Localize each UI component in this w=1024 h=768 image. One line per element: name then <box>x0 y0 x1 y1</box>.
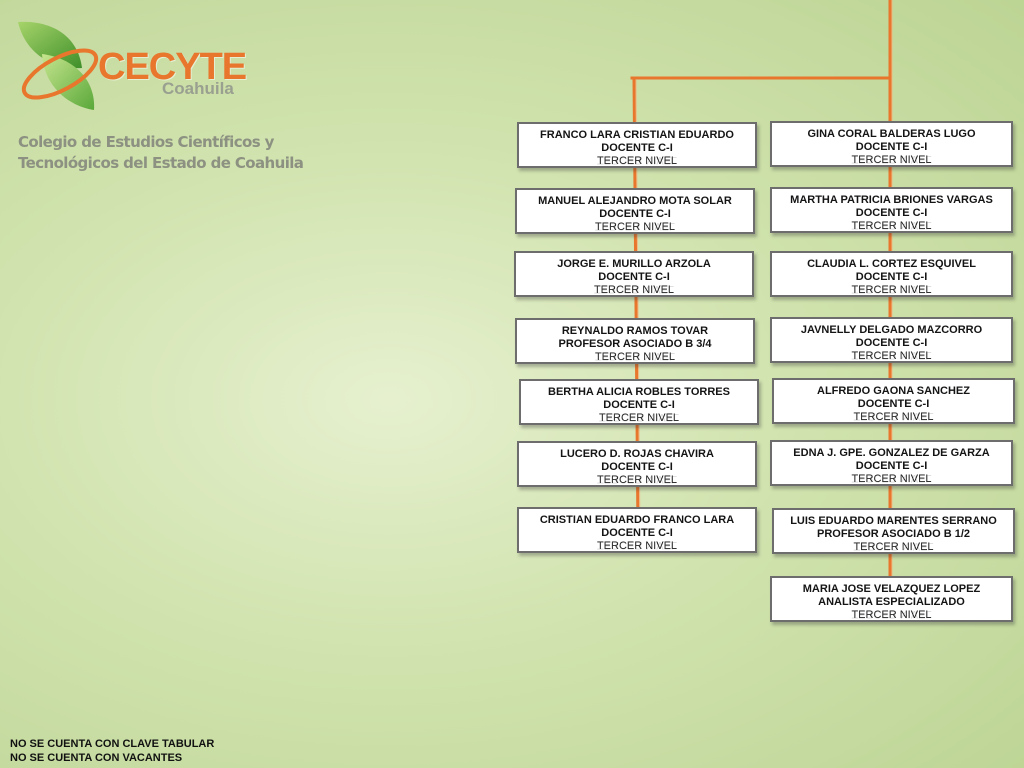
staff-level: TERCER NIVEL <box>851 350 932 362</box>
staff-level: TERCER NIVEL <box>598 412 680 424</box>
staff-card: LUIS EDUARDO MARENTES SERRANO PROFESOR A… <box>772 508 1015 554</box>
staff-level: TERCER NIVEL <box>851 284 932 296</box>
staff-level: TERCER NIVEL <box>596 474 678 486</box>
staff-name: CLAUDIA L. CORTEZ ESQUIVEL <box>807 258 976 270</box>
staff-name: ALFREDO GAONA SANCHEZ <box>817 385 970 397</box>
staff-role: DOCENTE C-I <box>855 207 928 219</box>
staff-card: CLAUDIA L. CORTEZ ESQUIVEL DOCENTE C-I T… <box>770 251 1013 297</box>
staff-role: PROFESOR ASOCIADO B 1/2 <box>816 528 970 540</box>
staff-name: EDNA J. GPE. GONZALEZ DE GARZA <box>793 447 990 459</box>
logo-caption-line-2: Tecnológicos del Estado de Coahuila <box>18 154 304 172</box>
staff-name: JAVNELLY DELGADO MAZCORRO <box>800 324 983 336</box>
staff-name: MARTHA PATRICIA BRIONES VARGAS <box>790 194 993 206</box>
staff-card: JORGE E. MURILLO ARZOLA DOCENTE C-I TERC… <box>514 251 754 297</box>
staff-name: JORGE E. MURILLO ARZOLA <box>557 258 711 270</box>
staff-level: TERCER NIVEL <box>851 609 932 621</box>
staff-name: LUCERO D. ROJAS CHAVIRA <box>560 448 714 460</box>
staff-level: TERCER NIVEL <box>593 284 675 296</box>
cecyte-leaf-icon <box>18 21 99 110</box>
staff-name: CRISTIAN EDUARDO FRANCO LARA <box>539 514 735 526</box>
staff-card: JAVNELLY DELGADO MAZCORRO DOCENTE C-I TE… <box>770 317 1013 363</box>
staff-role: DOCENTE C-I <box>855 271 928 283</box>
staff-level: TERCER NIVEL <box>594 221 676 233</box>
staff-card: EDNA J. GPE. GONZALEZ DE GARZA DOCENTE C… <box>770 440 1013 486</box>
staff-role: DOCENTE C-I <box>599 208 671 220</box>
staff-role: DOCENTE C-I <box>855 337 928 349</box>
staff-level: TERCER NIVEL <box>596 540 678 552</box>
staff-card: MARTHA PATRICIA BRIONES VARGAS DOCENTE C… <box>770 187 1013 233</box>
staff-role: DOCENTE C-I <box>601 142 673 154</box>
staff-level: TERCER NIVEL <box>851 473 932 485</box>
staff-level: TERCER NIVEL <box>594 351 676 363</box>
staff-name: MANUEL ALEJANDRO MOTA SOLAR <box>538 195 732 207</box>
staff-card: MARIA JOSE VELAZQUEZ LOPEZ ANALISTA ESPE… <box>770 576 1013 622</box>
staff-name: GINA CORAL BALDERAS LUGO <box>807 128 976 140</box>
staff-level: TERCER NIVEL <box>596 155 678 167</box>
staff-level: TERCER NIVEL <box>851 154 932 166</box>
staff-name: REYNALDO RAMOS TOVAR <box>561 325 709 337</box>
staff-card: GINA CORAL BALDERAS LUGO DOCENTE C-I TER… <box>770 121 1013 167</box>
staff-card: REYNALDO RAMOS TOVAR PROFESOR ASOCIADO B… <box>515 318 755 364</box>
staff-level: TERCER NIVEL <box>851 220 932 232</box>
logo-caption-line-1: Colegio de Estudios Científicos y <box>18 133 274 151</box>
staff-card: BERTHA ALICIA ROBLES TORRES DOCENTE C-I … <box>519 379 759 425</box>
footnotes: NO SE CUENTA CON CLAVE TABULAR NO SE CUE… <box>10 737 214 765</box>
staff-name: FRANCO LARA CRISTIAN EDUARDO <box>540 129 734 141</box>
cecyte-logo: CECYTE Coahuila Colegio de Estudios Cien… <box>12 14 304 184</box>
staff-role: DOCENTE C-I <box>855 141 928 153</box>
staff-card: FRANCO LARA CRISTIAN EDUARDO DOCENTE C-I… <box>517 122 757 168</box>
logo-region: Coahuila <box>162 79 234 98</box>
staff-role: DOCENTE C-I <box>601 461 673 473</box>
footnote-no-vacancies: NO SE CUENTA CON VACANTES <box>10 752 183 764</box>
staff-role: ANALISTA ESPECIALIZADO <box>818 596 965 608</box>
staff-level: TERCER NIVEL <box>853 541 934 553</box>
staff-card: ALFREDO GAONA SANCHEZ DOCENTE C-I TERCER… <box>772 378 1015 424</box>
footnote-no-tabular-key: NO SE CUENTA CON CLAVE TABULAR <box>10 738 215 750</box>
staff-card: LUCERO D. ROJAS CHAVIRA DOCENTE C-I TERC… <box>517 441 757 487</box>
staff-name: LUIS EDUARDO MARENTES SERRANO <box>790 515 997 527</box>
staff-role: DOCENTE C-I <box>603 399 675 411</box>
staff-role: PROFESOR ASOCIADO B 3/4 <box>558 338 712 350</box>
staff-role: DOCENTE C-I <box>857 398 930 410</box>
staff-level: TERCER NIVEL <box>853 411 934 423</box>
staff-role: DOCENTE C-I <box>601 527 673 539</box>
logo-caption: Colegio de Estudios Científicos y Tecnol… <box>18 132 304 174</box>
staff-name: MARIA JOSE VELAZQUEZ LOPEZ <box>802 583 981 595</box>
staff-card: MANUEL ALEJANDRO MOTA SOLAR DOCENTE C-I … <box>515 188 755 234</box>
staff-role: DOCENTE C-I <box>598 271 670 283</box>
logo-wordmark: CECYTE <box>98 46 247 88</box>
staff-role: DOCENTE C-I <box>855 460 928 472</box>
staff-name: BERTHA ALICIA ROBLES TORRES <box>548 386 730 398</box>
staff-card: CRISTIAN EDUARDO FRANCO LARA DOCENTE C-I… <box>517 507 757 553</box>
